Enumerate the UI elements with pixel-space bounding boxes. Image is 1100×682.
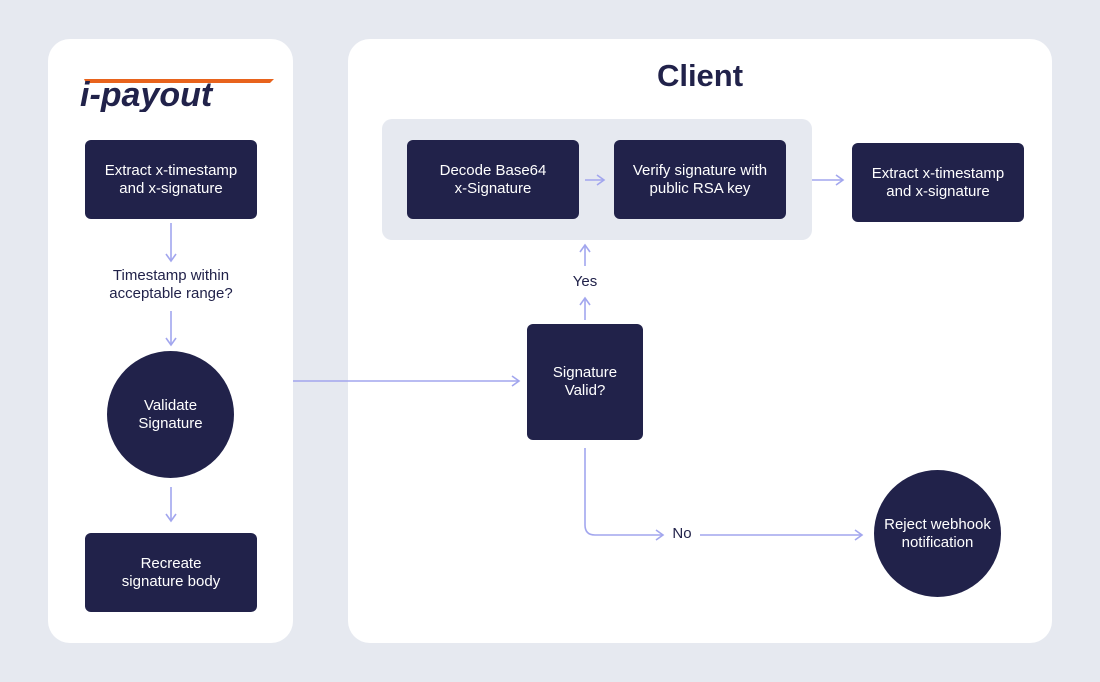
no-label: No [672, 525, 692, 542]
extract-timestamp-client-node: Extract x-timestamp and x-signature [852, 143, 1024, 222]
ipayout-logo: i-payout [80, 76, 274, 112]
signature-valid-node: Signature Valid? [527, 324, 643, 440]
arrow-valid-to-no [584, 448, 665, 541]
logo-text: i-payout [80, 76, 214, 112]
client-title: Client [656, 58, 744, 93]
logo-swoosh [84, 79, 274, 83]
reject-webhook-node: Reject webhook notification [874, 470, 1001, 597]
timestamp-range-question: Timestamp within acceptable range? [109, 267, 233, 302]
recreate-signature-node: Recreate signature body [85, 533, 257, 612]
verify-signature-node: Verify signature with public RSA key [614, 140, 786, 219]
validate-signature-node: Validate Signature [107, 351, 234, 478]
extract-timestamp-node: Extract x-timestamp and x-signature [85, 140, 257, 219]
yes-label: Yes [572, 273, 598, 290]
decode-base64-node: Decode Base64 x-Signature [407, 140, 579, 219]
